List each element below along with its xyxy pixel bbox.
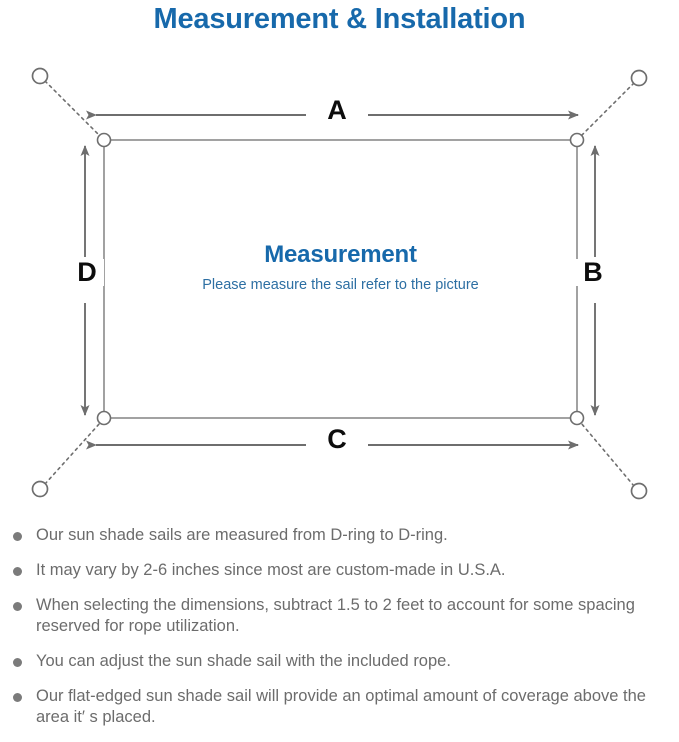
- anchor-bottom-left-icon: [31, 480, 49, 498]
- d-ring-bottom-left-icon: [96, 410, 112, 426]
- sail-subtext: Please measure the sail refer to the pic…: [202, 277, 479, 293]
- measurement-diagram: A B C D Measurement Please measure the s…: [0, 45, 679, 515]
- dimension-label-c: C: [310, 426, 364, 453]
- sail-heading: Measurement: [264, 241, 417, 268]
- note-text: Our sun shade sails are measured from D-…: [36, 526, 448, 544]
- bullet-icon: [13, 567, 22, 576]
- rope-bottom-right: [580, 422, 635, 487]
- sail-rectangle: [103, 139, 578, 419]
- bullet-icon: [13, 602, 22, 611]
- list-item: It may vary by 2-6 inches since most are…: [10, 560, 679, 581]
- dimension-label-a: A: [310, 97, 364, 124]
- dimension-label-d: D: [70, 259, 104, 286]
- d-ring-top-right-icon: [569, 132, 585, 148]
- list-item: Our flat-edged sun shade sail will provi…: [10, 686, 679, 728]
- anchor-top-left-icon: [31, 67, 49, 85]
- notes-list: Our sun shade sails are measured from D-…: [10, 525, 679, 742]
- diagram-svg: [31, 67, 648, 500]
- note-text: It may vary by 2-6 inches since most are…: [36, 561, 506, 579]
- note-text: You can adjust the sun shade sail with t…: [36, 652, 451, 670]
- d-ring-top-left-icon: [96, 132, 112, 148]
- anchor-bottom-right-icon: [630, 482, 648, 500]
- list-item: You can adjust the sun shade sail with t…: [10, 651, 679, 672]
- bullet-icon: [13, 658, 22, 667]
- bullet-icon: [13, 693, 22, 702]
- note-text: When selecting the dimensions, subtract …: [36, 596, 635, 635]
- rope-bottom-left: [44, 422, 101, 485]
- bullet-icon: [13, 532, 22, 541]
- anchor-top-right-icon: [630, 69, 648, 87]
- sail-text-block: Measurement Please measure the sail refe…: [104, 240, 577, 295]
- page-title: Measurement & Installation: [153, 3, 526, 35]
- list-item: When selecting the dimensions, subtract …: [10, 595, 679, 637]
- rope-top-left: [44, 80, 101, 137]
- note-text: Our flat-edged sun shade sail will provi…: [36, 687, 646, 726]
- rope-top-right: [580, 82, 635, 137]
- list-item: Our sun shade sails are measured from D-…: [10, 525, 679, 546]
- d-ring-bottom-right-icon: [569, 410, 585, 426]
- dimension-label-b: B: [576, 259, 610, 286]
